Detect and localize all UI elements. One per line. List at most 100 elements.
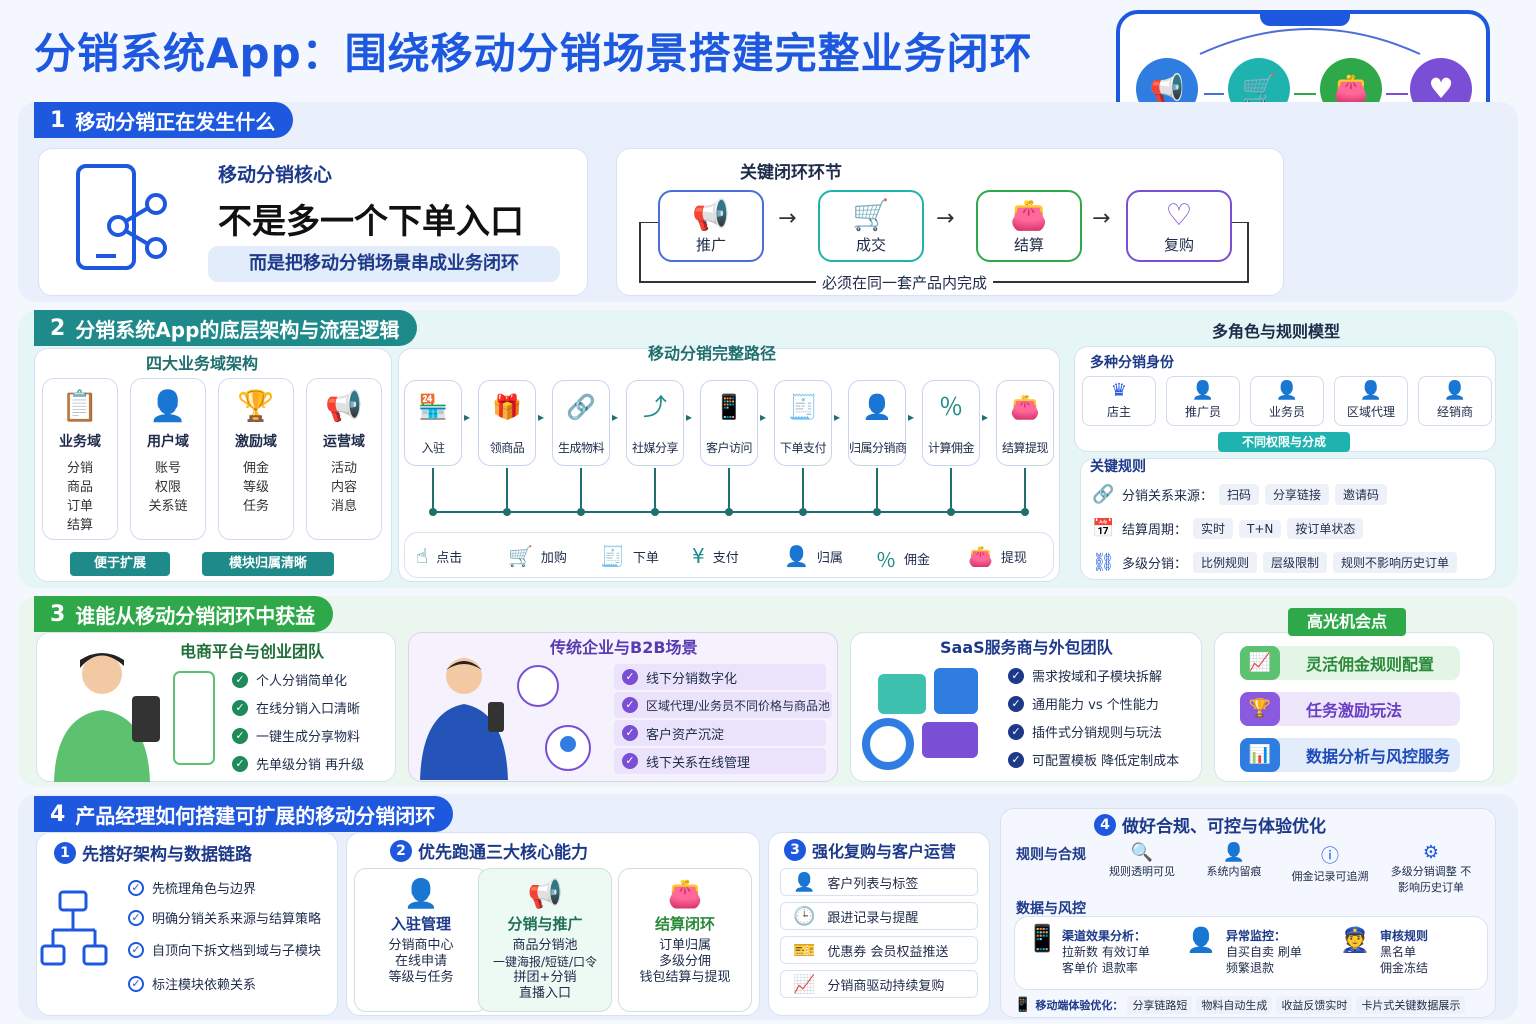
role-card: 👤经销商 — [1418, 376, 1492, 426]
rule-source: 🔗分销关系来源：扫码分享链接邀请码 — [1092, 484, 1388, 505]
risk-title: 异常监控： — [1226, 929, 1287, 943]
check-icon: ✓ — [1008, 751, 1024, 768]
role-card: ♛店主 — [1082, 376, 1156, 426]
role-label: 区域代理 — [1346, 405, 1395, 419]
ux-row: 📱 移动端体验优化： 分享链路短 物料自动生成 收益反馈实时 卡片式关键数据展示 — [1014, 994, 1488, 1016]
ux-tag: 分享链路短 — [1127, 996, 1193, 1014]
domain-user: 👤 用户域 账号 权限 关系链 — [130, 378, 206, 540]
puzzle-gear-illustration — [862, 668, 978, 770]
core-label: 移动分销核心 — [218, 164, 333, 186]
loop-step-label: 结算 — [1013, 236, 1044, 254]
loop-step-label: 推广 — [695, 236, 726, 254]
store-icon: 🏪 — [418, 393, 448, 421]
risk-monitor: 异常监控： 自买自卖 刷单 频繁退款 — [1226, 928, 1302, 976]
p3-item: 📈分销商驱动持续复购 — [780, 970, 978, 998]
yuan-icon: ¥ — [692, 544, 705, 568]
path-step: 🔗生成物料 — [552, 380, 610, 466]
path-step: 🏪入驻 — [404, 380, 462, 466]
path-step: ⤴社媒分享 — [626, 380, 684, 466]
domain-name: 用户域 — [147, 434, 189, 450]
action-item: 👛提现 — [968, 544, 1027, 568]
risk-line: 佣金冻结 — [1380, 961, 1429, 975]
compliance-text: 系统内留痕 — [1206, 865, 1262, 878]
arrow-right-icon: → — [1092, 206, 1111, 231]
check-text: 可配置模板 降低定制成本 — [1032, 754, 1180, 769]
roles-note: 不同权限与分成 — [1218, 432, 1350, 452]
path-connector — [802, 468, 804, 508]
path-step-label: 下单支付 — [779, 441, 827, 455]
role-icon: 👤 — [1275, 380, 1299, 401]
action-label: 下单 — [632, 550, 659, 566]
check-row: ✓区域代理/业务员不同价格与商品池 — [614, 692, 832, 718]
step-number-badge: 4 — [1094, 813, 1116, 836]
action-label: 提现 — [1000, 550, 1027, 566]
megaphone-icon: 📢 — [325, 389, 363, 424]
risk-title: 审核规则 — [1380, 929, 1429, 943]
domain-name: 激励域 — [235, 434, 277, 450]
check-icon: ✓ — [232, 671, 248, 688]
ux-tag: 卡片式关键数据展示 — [1356, 996, 1466, 1014]
user-alert-icon: 👤 — [1186, 926, 1216, 954]
loop-step-settle: 👛 结算 — [976, 190, 1082, 262]
compliance-text: 规则透明可见 — [1109, 865, 1175, 878]
gift-icon: 🎁 — [492, 393, 522, 421]
path-connector — [506, 468, 508, 508]
rule-tag: 扫码 — [1219, 484, 1260, 505]
path-step-label: 结算提现 — [1001, 441, 1049, 455]
risk-title: 渠道效果分析： — [1062, 929, 1147, 943]
rule-label: 多级分销： — [1122, 557, 1188, 572]
check-item: ✓先单级分销 再升级 — [232, 754, 364, 773]
domain-items: 分销 商品 订单 结算 — [43, 459, 117, 535]
core-item: 钱包结算与提现 — [639, 970, 731, 985]
section-number: 3 — [50, 601, 66, 627]
arrow-right-icon: ▸ — [908, 410, 915, 424]
arrow-right-icon: ▸ — [982, 410, 989, 424]
user-icon: 👤 — [149, 389, 187, 424]
rule-tag: 规则不影响历史订单 — [1333, 552, 1458, 573]
phone-share-icon — [76, 164, 167, 270]
section-title: 移动分销正在发生什么 — [75, 109, 276, 134]
opportunity-commission: 📈灵活佣金规则配置 — [1240, 646, 1460, 680]
check-text: 在线分销入口清晰 — [256, 702, 361, 717]
check-icon: ✓ — [128, 941, 144, 958]
ux-tag: 物料自动生成 — [1196, 996, 1273, 1014]
trophy-icon: 🏆 — [237, 389, 275, 424]
p3-item: 🎫优惠券 会员权益推送 — [780, 936, 978, 964]
ux-label: 移动端体验优化： — [1035, 999, 1124, 1012]
role-card: 👤业务员 — [1250, 376, 1324, 426]
path-dot — [947, 508, 955, 516]
core-item: 直播入口 — [518, 986, 571, 1001]
domain-item: 佣金 — [242, 461, 269, 476]
path-dot — [503, 508, 511, 516]
domains-title: 四大业务域架构 — [146, 354, 259, 373]
path-dot — [725, 508, 733, 516]
section-4-header: 4 产品经理如何搭建可扩展的移动分销闭环 — [34, 796, 454, 832]
path-connector — [1024, 468, 1026, 508]
risk-line: 客单价 退款率 — [1062, 961, 1138, 975]
p1-item-text: 先梳理角色与边界 — [152, 882, 257, 897]
compliance-text: 多级分销调整 不影响历史订单 — [1390, 865, 1472, 894]
phone-notch — [1260, 10, 1350, 26]
check-text: 一键生成分享物料 — [256, 730, 361, 745]
risk-line: 拉新数 有效订单 — [1062, 945, 1150, 959]
role-icon: 👤 — [1443, 380, 1467, 401]
path-dot — [1021, 508, 1029, 516]
check-row: ✓线下分销数字化 — [614, 664, 826, 690]
action-label: 点击 — [436, 550, 463, 566]
domain-item: 活动 — [330, 461, 357, 476]
cart-icon: 🛒 — [852, 198, 890, 233]
path-dot — [799, 508, 807, 516]
compliance-label: 规则与合规 — [1016, 847, 1086, 863]
check-text: 线下关系在线管理 — [646, 755, 751, 771]
wallet-icon: 👛 — [1010, 198, 1048, 233]
check-item: ✓ 可配置模板 降低定制成本 — [1008, 750, 1179, 769]
section-2-header: 2 分销系统App的底层架构与流程逻辑 — [34, 310, 418, 346]
core-item: 等级与任务 — [388, 970, 454, 985]
check-icon: ✓ — [128, 879, 144, 896]
p3-item: 🕒跟进记录与提醒 — [780, 902, 978, 930]
path-connector — [432, 468, 434, 508]
compliance-item: 🔍规则透明可见 — [1100, 842, 1184, 879]
